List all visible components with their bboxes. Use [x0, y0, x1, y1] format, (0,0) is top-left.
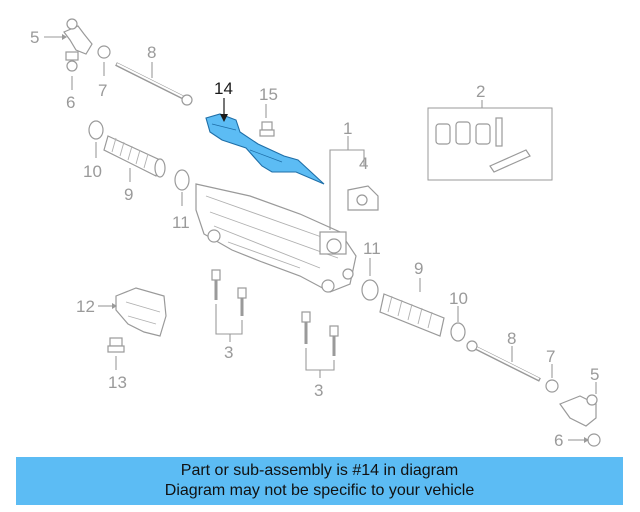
- clamp-11-right: [361, 279, 379, 301]
- kit-box-2: [427, 107, 553, 181]
- bolts-3-lower: [301, 311, 339, 356]
- callout-9-left: 9: [124, 185, 133, 204]
- callout-6-left: 6: [66, 93, 75, 112]
- parts-diagram: 5 6 7 8 10 9 11 14 15: [30, 18, 601, 450]
- callout-15: 15: [259, 85, 278, 104]
- callout-8-right: 8: [507, 329, 516, 348]
- bolts-3-upper: [211, 269, 247, 316]
- tie-rod-end-left: [63, 18, 93, 72]
- caption-line-2: Diagram may not be specific to your vehi…: [164, 482, 475, 499]
- steering-rack-assembly: [195, 183, 357, 293]
- callout-5-left: 5: [30, 28, 39, 47]
- callout-9-right: 9: [414, 259, 423, 278]
- callout-12: 12: [76, 297, 95, 316]
- heat-shield-14: [205, 113, 325, 185]
- bolt-15: [259, 121, 275, 137]
- callout-10-left: 10: [83, 162, 102, 181]
- inner-tie-rod-right: [466, 340, 541, 382]
- caption-banner: Part or sub-assembly is #14 in diagram D…: [16, 457, 623, 505]
- clamp-11-left: [174, 169, 190, 191]
- callout-2: 2: [476, 82, 485, 101]
- nut-7-right: [545, 379, 559, 393]
- bushing-kit: [435, 117, 531, 173]
- callout-3-lower: 3: [314, 381, 323, 400]
- callout-11-right: 11: [363, 239, 381, 258]
- bellows-boot-left: [103, 135, 166, 178]
- caption-line-1: Part or sub-assembly is #14 in diagram: [180, 462, 459, 479]
- rack-mount-4: [347, 185, 379, 211]
- clamp-10-right: [450, 322, 466, 342]
- callout-7-left: 7: [98, 81, 107, 100]
- callout-13: 13: [108, 373, 127, 392]
- callout-1: 1: [343, 119, 352, 138]
- callout-8-left: 8: [147, 43, 156, 62]
- bracket-12: [115, 287, 167, 337]
- callout-6-right: 6: [554, 431, 563, 450]
- callout-7-right: 7: [546, 347, 555, 366]
- callout-4: 4: [359, 154, 368, 173]
- bellows-boot-right: [379, 293, 445, 337]
- callout-11-left: 11: [172, 213, 190, 232]
- callout-5-right: 5: [590, 365, 599, 384]
- nut-7-left: [97, 45, 111, 59]
- callout-3-upper: 3: [224, 343, 233, 362]
- nut-6-right: [587, 433, 601, 447]
- tie-rod-end-right: [559, 394, 598, 427]
- callout-10-right: 10: [449, 289, 468, 308]
- inner-tie-rod-left: [115, 62, 193, 106]
- clamp-10-left: [88, 120, 104, 140]
- nut-13: [107, 337, 125, 353]
- callout-14: 14: [214, 79, 233, 98]
